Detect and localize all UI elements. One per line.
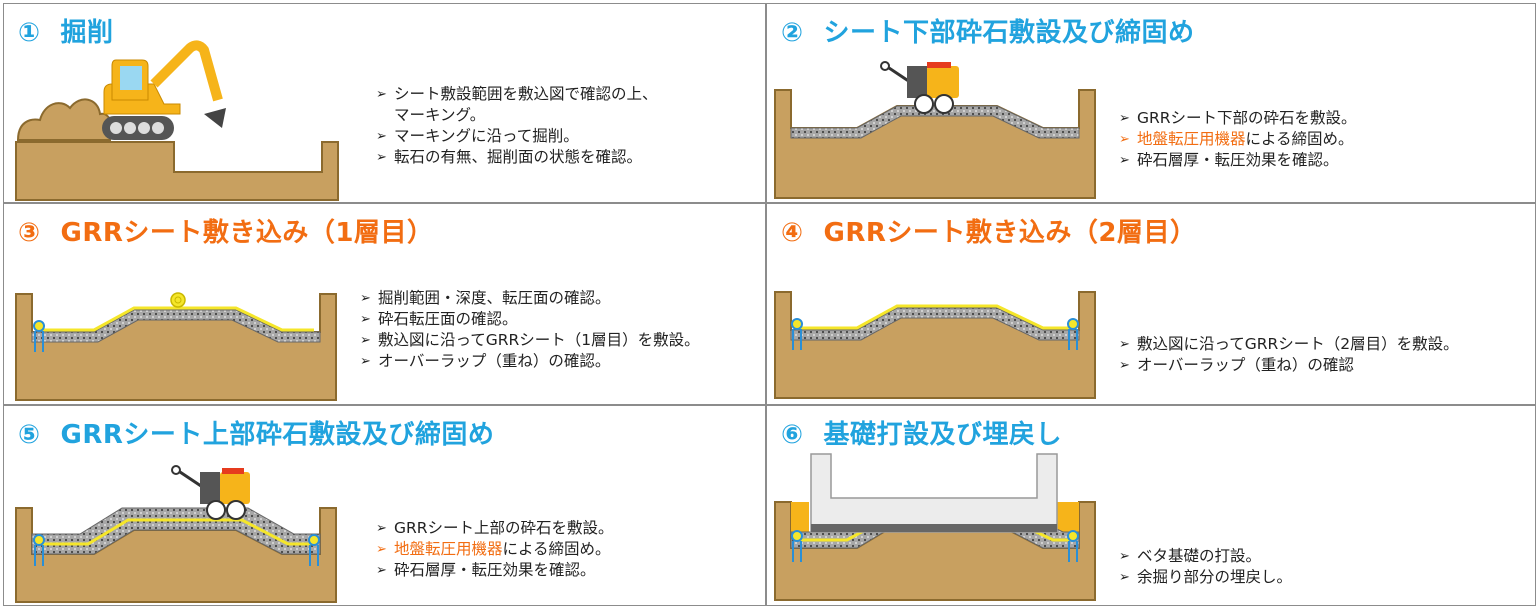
bullet-item: シート敷設範囲を敷込図で確認の上、マーキング。	[376, 84, 658, 126]
bullet-text: GRRシート上部の砕石を敷設。	[394, 519, 614, 537]
bullet-item: 砕石層厚・転圧効果を確認。	[376, 560, 614, 581]
sheet-layer-2-illustration	[774, 291, 1096, 399]
bullet-item: GRRシート下部の砕石を敷設。	[1119, 108, 1357, 129]
step-3-panel: ③ GRRシート敷き込み（1層目） 掘削範囲・深度、転圧面の確認。 砕石転圧面の確…	[3, 203, 766, 405]
gravel-layer	[790, 307, 1080, 341]
excavated-ground	[15, 141, 339, 201]
step-4-bullets: 敷込図に沿ってGRRシート（2層目）を敷設。 オーバーラップ（重ね）の確認	[1119, 334, 1459, 376]
sheet-roll-icon	[170, 292, 186, 308]
gravel-layer	[31, 309, 321, 343]
anchor-pin-icon	[308, 534, 320, 566]
step-title-text: GRRシート敷き込み（2層目）	[823, 218, 1197, 248]
step-5-title: ⑤ GRRシート上部砕石敷設及び締固め	[18, 414, 494, 451]
bullet-text: 掘削範囲・深度、転圧面の確認。	[378, 289, 611, 307]
spoil-mound	[16, 98, 113, 141]
bullet-item: 地盤転圧用機器による締固め。	[1119, 129, 1357, 150]
grr-sheet-layer	[38, 518, 314, 546]
bullet-text: 砕石層厚・転圧効果を確認。	[1137, 151, 1339, 169]
step-4-panel: ④ GRRシート敷き込み（2層目） 敷込図に沿ってGRRシート（2層目）を敷設。 …	[766, 203, 1536, 405]
step-5-panel: ⑤ GRRシート上部砕石敷設及び締固め	[3, 405, 766, 606]
bullet-text: オーバーラップ（重ね）の確認	[1137, 356, 1354, 374]
bullet-item: 砕石転圧面の確認。	[360, 309, 700, 330]
anchor-pin-icon	[791, 530, 803, 562]
step-2-panel: ② シート下部砕石敷設及び締固め GRRシート下部の砕石を敷設。 地盤転圧用機器に…	[766, 3, 1536, 203]
step-number: ④	[781, 218, 804, 248]
step-title-text: 掘削	[60, 18, 114, 48]
excavator-icon	[102, 40, 226, 140]
upper-gravel-illustration	[15, 465, 337, 603]
foundation-base	[811, 524, 1057, 532]
bullet-text: による締固め。	[1245, 130, 1354, 148]
construction-steps-grid: ① 掘削 シート敷設範囲を敷込図で確認の上、マーキング。 マーキングに沿って掘削。…	[3, 3, 1536, 606]
step-3-bullets: 掘削範囲・深度、転圧面の確認。 砕石転圧面の確認。 敷込図に沿ってGRRシート（…	[360, 288, 700, 372]
roller-compactor-icon	[880, 61, 959, 114]
highlight-text: 地盤転圧用機器	[394, 540, 503, 558]
bullet-item: 転石の有無、掘削面の状態を確認。	[376, 147, 658, 168]
bullet-item: 余掘り部分の埋戻し。	[1119, 567, 1292, 588]
step-1-panel: ① 掘削 シート敷設範囲を敷込図で確認の上、マーキング。 マーキングに沿って掘削。…	[3, 3, 766, 203]
bullet-text: 砕石層厚・転圧効果を確認。	[394, 561, 596, 579]
step-1-title: ① 掘削	[18, 12, 114, 49]
bullet-text: マーキングに沿って掘削。	[394, 127, 579, 145]
bullet-text: 敷込図に沿ってGRRシート（1層目）を敷設。	[378, 331, 700, 349]
anchor-pin-icon	[791, 318, 803, 350]
step-title-text: GRRシート敷き込み（1層目）	[60, 218, 434, 248]
anchor-pin-icon	[33, 320, 45, 352]
sheet-layer-1-illustration	[15, 292, 337, 401]
step-number: ①	[18, 18, 41, 48]
step-number: ③	[18, 218, 41, 248]
bullet-continuation: マーキング。	[394, 106, 486, 124]
step-title-text: 基礎打設及び埋戻し	[823, 420, 1063, 450]
grr-sheet-layer	[797, 304, 1073, 330]
step-number: ⑤	[18, 420, 41, 450]
bullet-item: GRRシート上部の砕石を敷設。	[376, 518, 614, 539]
bullet-item: マーキングに沿って掘削。	[376, 126, 658, 147]
gravel-layer	[790, 105, 1080, 139]
step-number: ②	[781, 18, 804, 48]
step-3-title: ③ GRRシート敷き込み（1層目）	[18, 212, 434, 249]
foundation-backfill-illustration	[774, 453, 1096, 601]
step-6-title: ⑥ 基礎打設及び埋戻し	[781, 414, 1062, 451]
bullet-text: シート敷設範囲を敷込図で確認の上、	[394, 85, 658, 103]
mat-foundation	[810, 453, 1058, 533]
step-4-title: ④ GRRシート敷き込み（2層目）	[781, 212, 1197, 249]
grr-sheet-layer-1	[38, 306, 314, 332]
step-1-bullets: シート敷設範囲を敷込図で確認の上、マーキング。 マーキングに沿って掘削。 転石の…	[376, 84, 658, 168]
highlight-text: 地盤転圧用機器	[1137, 130, 1246, 148]
bullet-item: 敷込図に沿ってGRRシート（1層目）を敷設。	[360, 330, 700, 351]
bullet-text: 余掘り部分の埋戻し。	[1137, 568, 1293, 586]
backfill-right	[1057, 502, 1079, 532]
bullet-item: オーバーラップ（重ね）の確認	[1119, 355, 1459, 376]
step-title-text: GRRシート上部砕石敷設及び締固め	[60, 420, 495, 450]
anchor-pin-icon	[33, 534, 45, 566]
bullet-text: ベタ基礎の打設。	[1137, 547, 1262, 565]
step-2-title: ② シート下部砕石敷設及び締固め	[781, 12, 1195, 49]
step-6-panel: ⑥ 基礎打設及び埋戻し ベタ基礎の打設。 余掘り部分の埋戻し。	[766, 405, 1536, 606]
step-6-bullets: ベタ基礎の打設。 余掘り部分の埋戻し。	[1119, 546, 1292, 588]
bullet-item: 掘削範囲・深度、転圧面の確認。	[360, 288, 700, 309]
bullet-text: 転石の有無、掘削面の状態を確認。	[394, 148, 643, 166]
bullet-text: 敷込図に沿ってGRRシート（2層目）を敷設。	[1137, 335, 1459, 353]
bullet-item: オーバーラップ（重ね）の確認。	[360, 351, 700, 372]
anchor-pin-icon	[1067, 530, 1079, 562]
excavation-illustration	[15, 40, 339, 201]
bullet-text: GRRシート下部の砕石を敷設。	[1137, 109, 1357, 127]
step-title-text: シート下部砕石敷設及び締固め	[823, 18, 1195, 48]
step-number: ⑥	[781, 420, 804, 450]
roller-compactor-icon	[171, 465, 250, 520]
bullet-text: 砕石転圧面の確認。	[378, 310, 518, 328]
bullet-item: 敷込図に沿ってGRRシート（2層目）を敷設。	[1119, 334, 1459, 355]
bullet-item: 砕石層厚・転圧効果を確認。	[1119, 150, 1357, 171]
gravel-layer	[31, 507, 321, 555]
bullet-item: 地盤転圧用機器による締固め。	[376, 539, 614, 560]
gravel-compaction-illustration	[774, 61, 1096, 199]
step-5-bullets: GRRシート上部の砕石を敷設。 地盤転圧用機器による締固め。 砕石層厚・転圧効果…	[376, 518, 614, 581]
bullet-text: オーバーラップ（重ね）の確認。	[378, 352, 611, 370]
backfill-left	[791, 502, 809, 532]
step-2-bullets: GRRシート下部の砕石を敷設。 地盤転圧用機器による締固め。 砕石層厚・転圧効果…	[1119, 108, 1357, 171]
bullet-item: ベタ基礎の打設。	[1119, 546, 1292, 567]
bullet-text: による締固め。	[502, 540, 611, 558]
anchor-pin-icon	[1067, 318, 1079, 350]
